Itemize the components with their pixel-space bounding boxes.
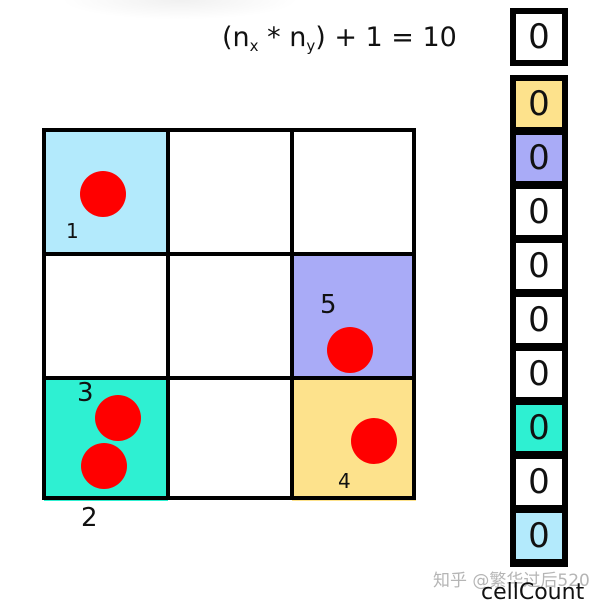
particle-label-1: 1 (66, 219, 79, 243)
cell-count-entry-8: 0 (516, 513, 562, 559)
grid-cell-r1-c0 (44, 254, 168, 377)
cell-count-entry-2: 0 (516, 189, 562, 235)
watermark: 知乎 @繁华过后520 (433, 571, 590, 591)
cell-count-value: 0 (528, 192, 550, 232)
formula-mid: * n (258, 22, 307, 53)
formula-sub-x: x (249, 37, 259, 55)
grid-line-h0 (42, 128, 416, 132)
cell-count-entry-5: 0 (516, 351, 562, 397)
cell-count-entry-7: 0 (516, 459, 562, 505)
cell-count-entry-4: 0 (516, 297, 562, 343)
cell-count-value: 0 (528, 138, 550, 178)
cell-count-value: 0 (528, 462, 550, 502)
cell-count-value: 0 (528, 516, 550, 556)
formula-prefix: (n (222, 22, 250, 53)
cell-count-entry-0: 0 (516, 81, 562, 127)
particle-5-dot (327, 327, 373, 373)
grid-cell-r1-c1 (168, 254, 292, 377)
grid-cell-r0-c1 (168, 130, 292, 253)
cell-count-value: 0 (528, 300, 550, 340)
particle-label-4: 4 (338, 469, 351, 493)
total-counter-value: 0 (528, 17, 550, 57)
cell-count-entry-6: 0 (516, 405, 562, 451)
cell-count-formula: (nx * ny) + 1 = 10 (222, 20, 457, 64)
cell-count-value: 0 (528, 354, 550, 394)
cell-count-value: 0 (528, 84, 550, 124)
particle-label-3: 3 (77, 378, 94, 408)
cell-count-caption: cellCount (481, 580, 585, 605)
particle-1-dot (80, 171, 126, 217)
particle-3-dot (95, 395, 141, 441)
background-smudge (60, 0, 300, 20)
cell-count-value: 0 (528, 246, 550, 286)
grid-line-v1 (166, 128, 170, 498)
particle-label-2: 2 (81, 503, 98, 533)
particle-4-dot (351, 418, 397, 464)
grid-cell-r0-c2 (292, 130, 416, 253)
cell-count-entry-3: 0 (516, 243, 562, 289)
particle-label-5: 5 (320, 290, 337, 320)
cell-count-array: 0 0 0 0 0 0 0 0 0 (510, 75, 568, 567)
total-counter-box: 0 (510, 8, 568, 66)
cell-count-entry-1: 0 (516, 135, 562, 181)
grid-line-v0 (42, 128, 46, 498)
grid-line-v2 (290, 128, 294, 498)
formula-suffix: ) + 1 = 10 (315, 22, 457, 53)
grid-line-h1 (42, 252, 416, 256)
grid-line-h3 (42, 496, 416, 500)
grid-line-v3 (412, 128, 416, 498)
grid-line-h2 (42, 376, 416, 380)
particle-2-dot (81, 443, 127, 489)
cell-count-value: 0 (528, 408, 550, 448)
formula-sub-y: y (306, 37, 316, 55)
spatial-grid (42, 128, 416, 501)
grid-cell-r2-c1 (168, 378, 292, 501)
